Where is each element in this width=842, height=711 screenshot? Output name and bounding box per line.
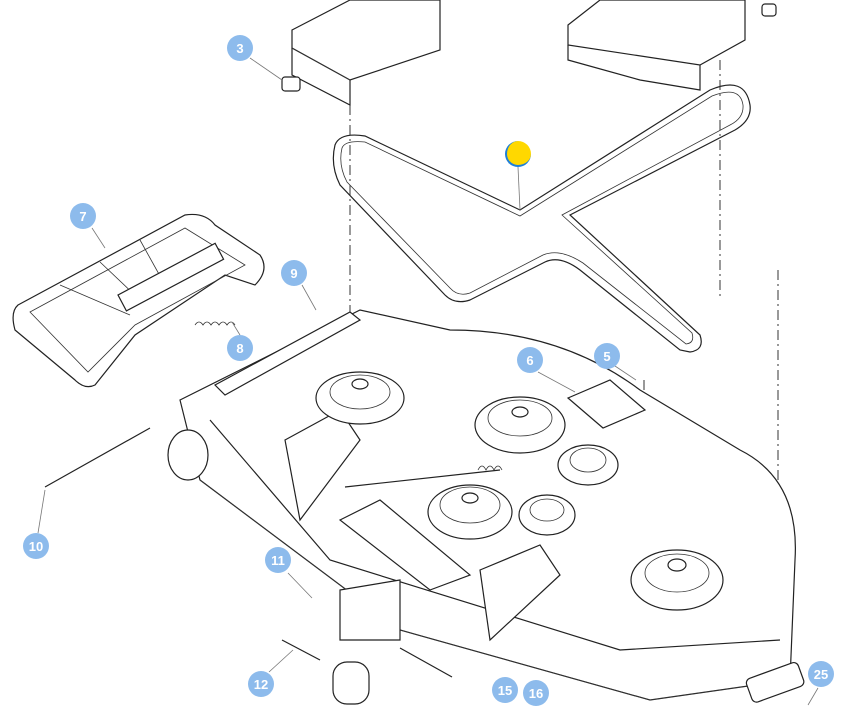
callout-8[interactable]: 8 (227, 335, 253, 361)
callout-5[interactable]: 5 (594, 343, 620, 369)
belt-cover-right (567, 0, 746, 91)
tension-rod (344, 465, 503, 488)
callout-12[interactable]: 12 (248, 671, 274, 697)
discharge-chute (12, 213, 265, 388)
deck-rail (214, 311, 362, 396)
callout-3[interactable]: 3 (227, 35, 253, 61)
callout-selected[interactable] (505, 141, 531, 167)
drive-belt (332, 84, 751, 353)
pins-rollers (44, 427, 805, 705)
callout-6[interactable]: 6 (517, 347, 543, 373)
belt-cover-left (291, 0, 441, 106)
spring-part (194, 321, 236, 326)
knob-part (281, 3, 777, 92)
callout-10[interactable]: 10 (23, 533, 49, 559)
callout-16[interactable]: 16 (523, 680, 549, 706)
callout-7[interactable]: 7 (70, 203, 96, 229)
callout-9[interactable]: 9 (281, 260, 307, 286)
callout-11[interactable]: 11 (265, 547, 291, 573)
callout-25[interactable]: 25 (808, 661, 834, 687)
plate-part (566, 379, 647, 429)
pulleys (315, 371, 724, 611)
leader-lines (37, 57, 819, 706)
callout-15[interactable]: 15 (492, 677, 518, 703)
